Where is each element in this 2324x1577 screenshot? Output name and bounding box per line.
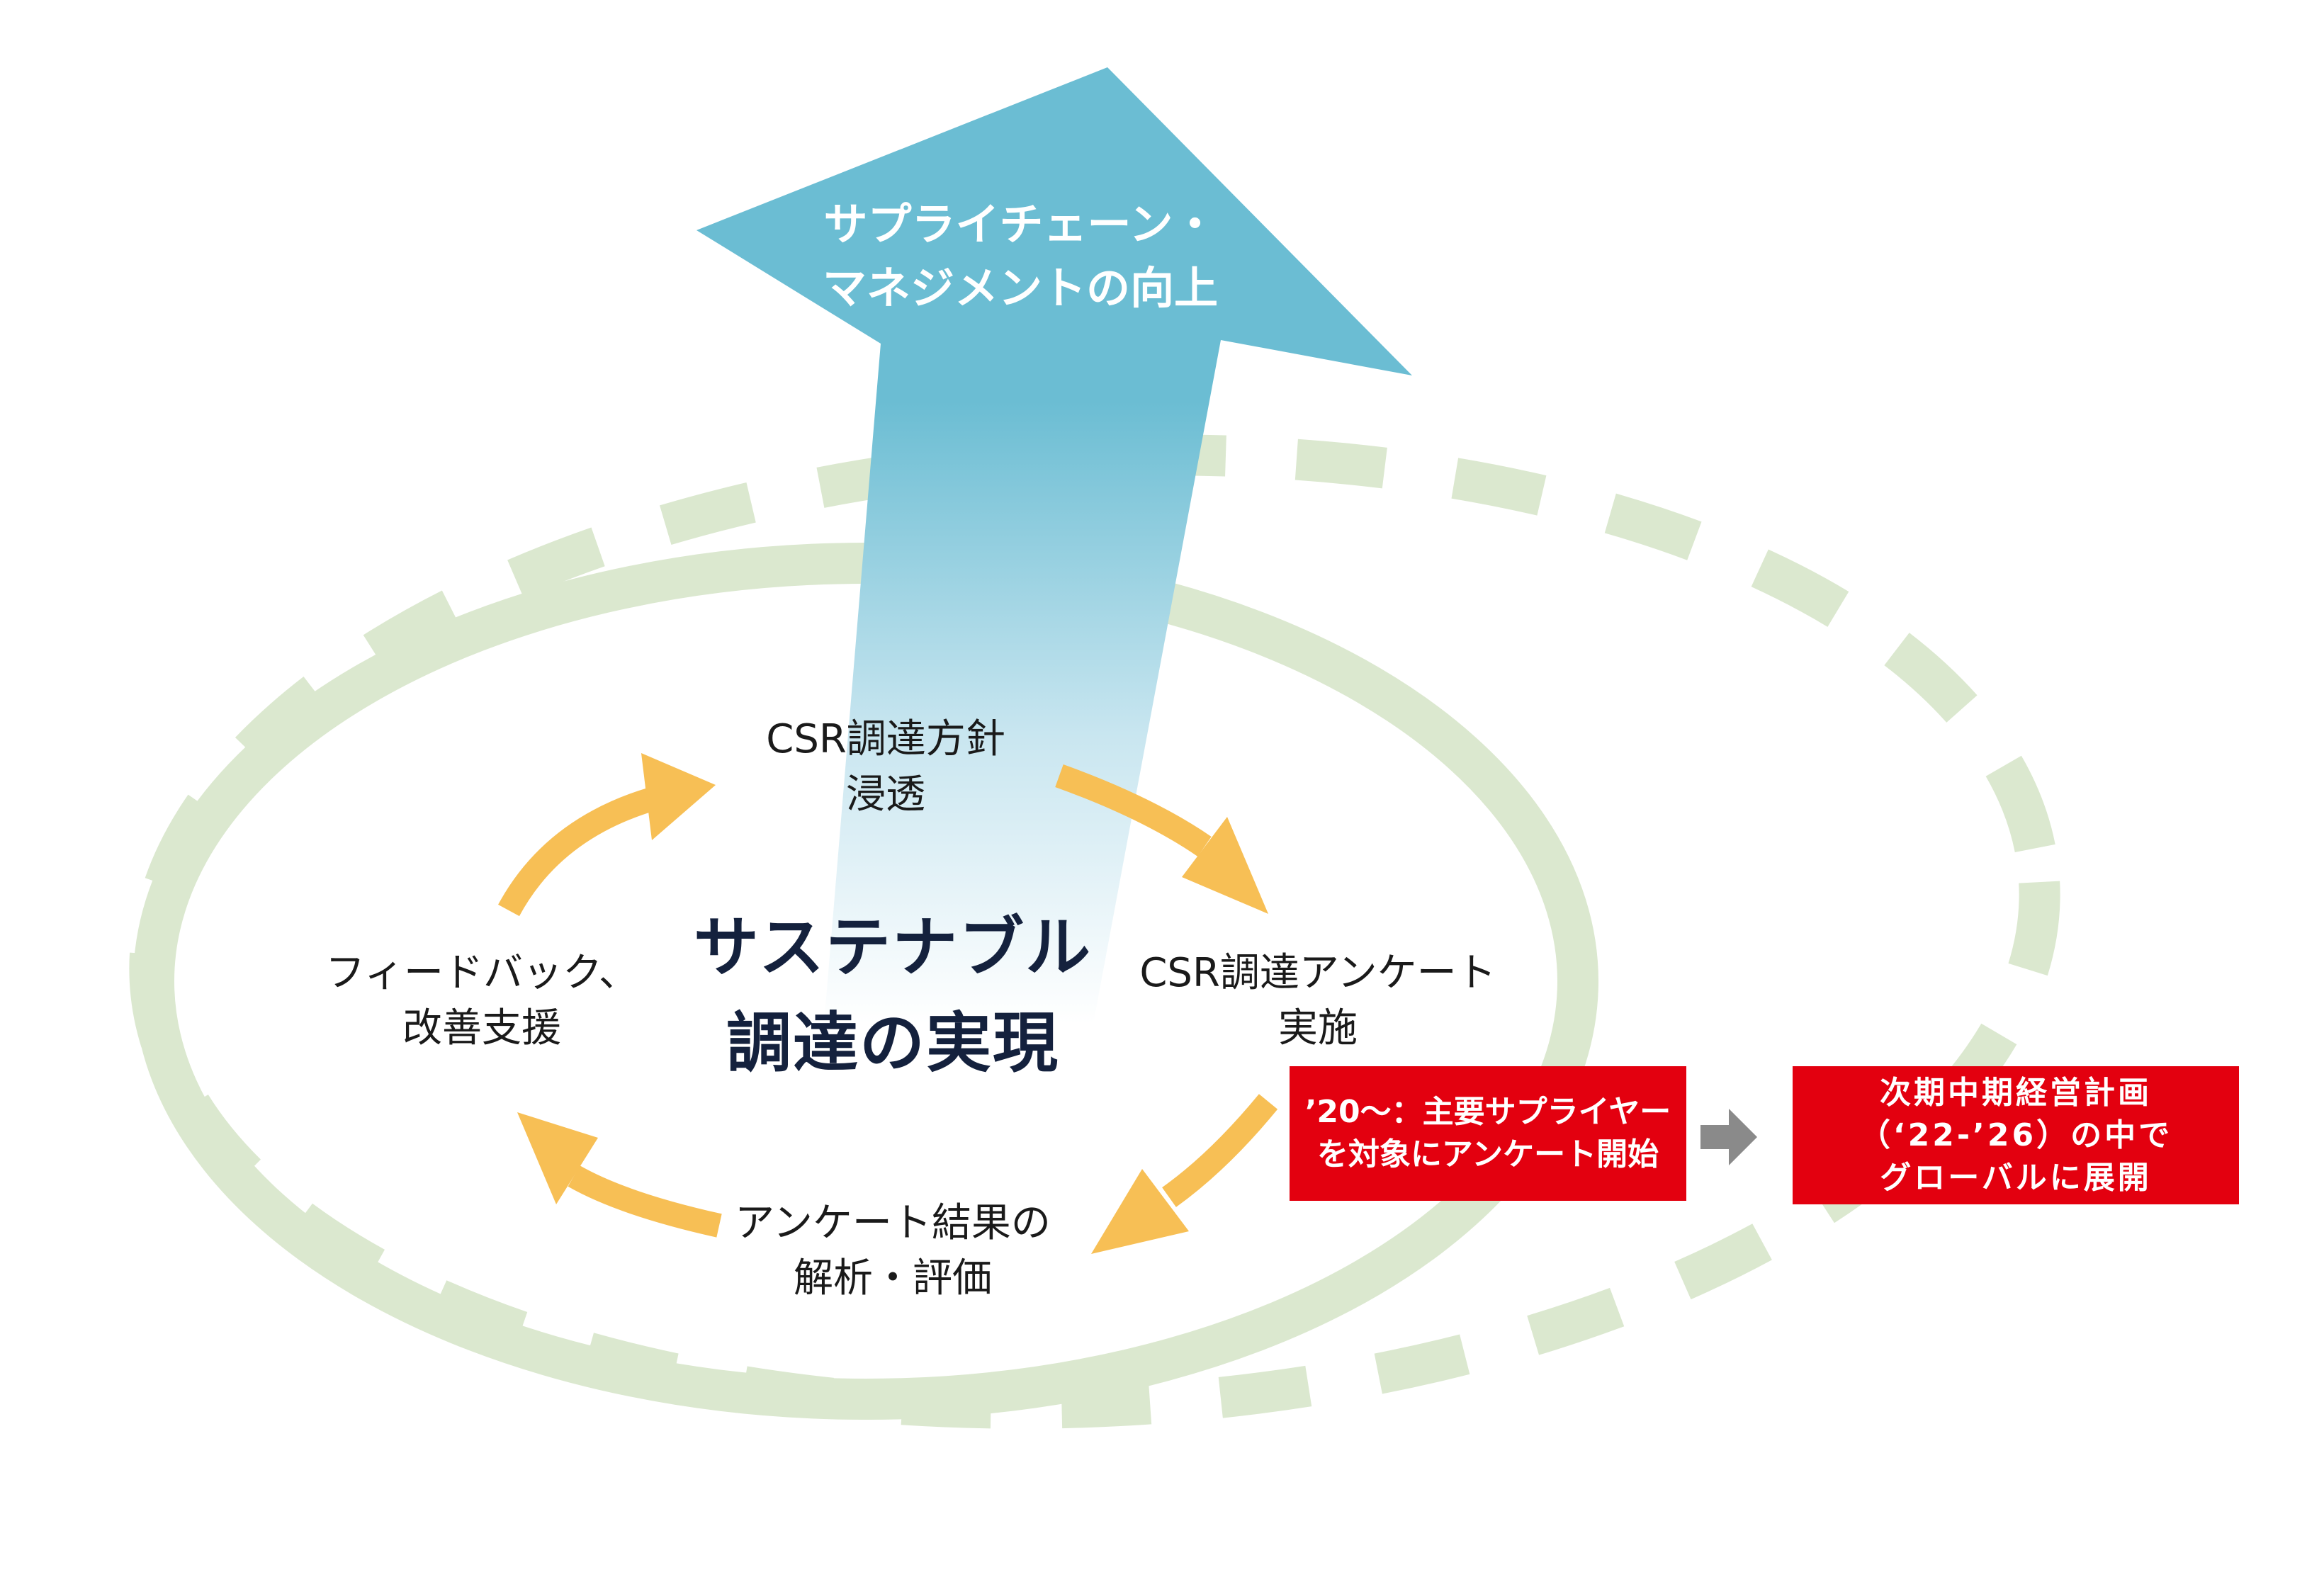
step-survey-line2: 実施 xyxy=(1278,1005,1358,1051)
step-policy-line1: CSR調達方針 xyxy=(766,716,1005,762)
cycle-arrow-top-right xyxy=(1055,764,1268,914)
step-analysis-line1: アンケート結果の xyxy=(735,1200,1051,1246)
callout-next-line2: （‘22-’26）の中で xyxy=(1858,1117,2173,1153)
up-arrow-shape xyxy=(696,67,1412,1024)
center-title-line2: 調達の実現 xyxy=(726,1005,1059,1081)
callout-next-line3: グローバルに展開 xyxy=(1880,1159,2152,1196)
step-survey-line1: CSR調達アンケート xyxy=(1139,950,1496,996)
callout-current-line1: ’20～：主要サプライヤー xyxy=(1304,1094,1671,1130)
step-label-survey: CSR調達アンケート 実施 xyxy=(1119,946,1516,1056)
step-label-feedback: フィードバック、 改善支援 xyxy=(312,946,652,1056)
cycle-arrow-bottom-right xyxy=(1091,1094,1278,1254)
cycle-arrow-top-left xyxy=(498,753,716,917)
step-feedback-line1: フィードバック、 xyxy=(325,950,638,996)
callout-next-plan: 次期中期経営計画 （‘22-’26）の中で グローバルに展開 xyxy=(1793,1066,2239,1204)
callout-next-line1: 次期中期経営計画 xyxy=(1880,1074,2152,1111)
step-analysis-line2: 解析・評価 xyxy=(794,1255,992,1301)
step-policy-line2: 浸透 xyxy=(846,771,925,818)
up-arrow-title: サプライチェーン・ マネジメントの向上 xyxy=(808,193,1233,320)
next-step-arrow-icon xyxy=(1700,1109,1757,1165)
callout-current-line2: を対象にアンケート開始 xyxy=(1316,1136,1659,1172)
step-feedback-line2: 改善支援 xyxy=(402,1005,561,1051)
step-label-policy: CSR調達方針 浸透 xyxy=(709,712,1063,823)
center-title: サステナブル 調達の実現 xyxy=(638,900,1148,1091)
up-arrow-title-line2: マネジメントの向上 xyxy=(822,262,1218,314)
center-title-line1: サステナブル xyxy=(693,910,1093,985)
up-arrow-title-line1: サプライチェーン・ xyxy=(823,198,1217,250)
step-label-analysis: アンケート結果の 解析・評価 xyxy=(723,1196,1063,1306)
cycle-arrow-bottom-left xyxy=(517,1112,722,1238)
callout-current-initiative: ’20～：主要サプライヤー を対象にアンケート開始 xyxy=(1290,1066,1686,1201)
